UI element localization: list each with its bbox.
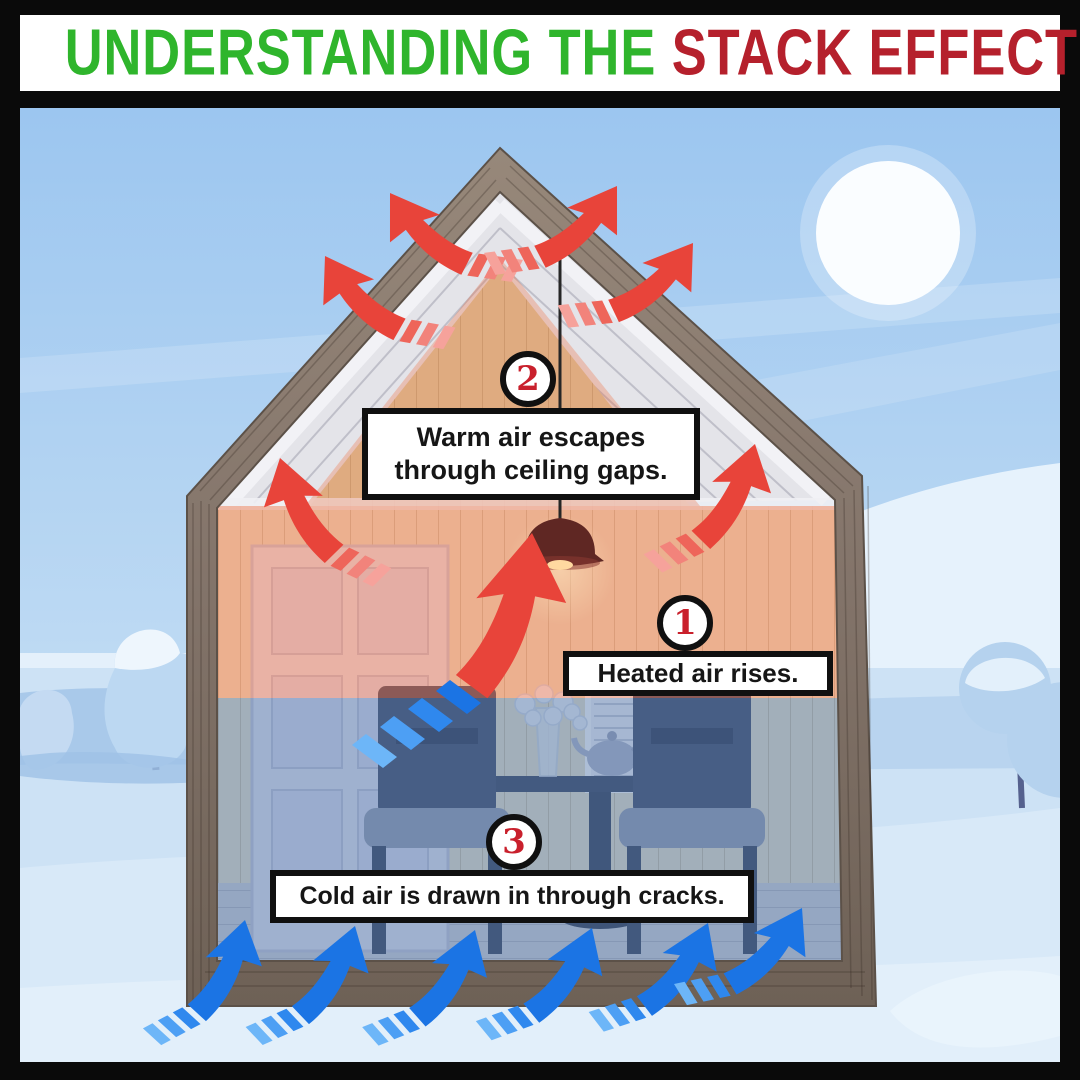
step-2-text-line1: Warm air escapes	[416, 422, 646, 453]
flower-vase	[514, 684, 588, 777]
step-1-text: Heated air rises.	[597, 657, 799, 688]
page-title: UNDERSTANDING THE STACK EFFECT	[2, 0, 1077, 166]
cold-air-segment	[380, 716, 425, 750]
sun-icon	[800, 145, 976, 321]
step-1-callout: Heated air rises.	[563, 651, 833, 696]
tree-left	[20, 629, 260, 784]
step-3-callout: Cold air is drawn in through cracks.	[270, 870, 754, 923]
step-2-text-line2: through ceiling gaps.	[394, 455, 668, 485]
step-1-badge: 1	[657, 595, 713, 651]
step-3-badge: 3	[486, 814, 542, 870]
title-red-part: STACK EFFECT	[671, 16, 1078, 90]
step-2-callout: Warm air escapes through ceiling gaps.	[362, 408, 700, 500]
rising-air-arrow	[352, 528, 571, 768]
step-1-number: 1	[673, 603, 697, 643]
step-3-text: Cold air is drawn in through cracks.	[299, 882, 725, 911]
step-2-number: 2	[516, 359, 540, 399]
cold-air-segment	[436, 680, 481, 714]
tree-right	[959, 642, 1060, 809]
step-3-number: 3	[502, 822, 526, 862]
step-2-badge: 2	[500, 351, 556, 407]
cold-air-segment	[352, 734, 397, 768]
cold-air-segment	[408, 698, 453, 732]
header-banner: UNDERSTANDING THE STACK EFFECT	[20, 15, 1077, 91]
illustration-scene: 2 Warm air escapes through ceiling gaps.…	[20, 108, 1060, 1062]
title-green-part: UNDERSTANDING THE	[64, 16, 672, 90]
